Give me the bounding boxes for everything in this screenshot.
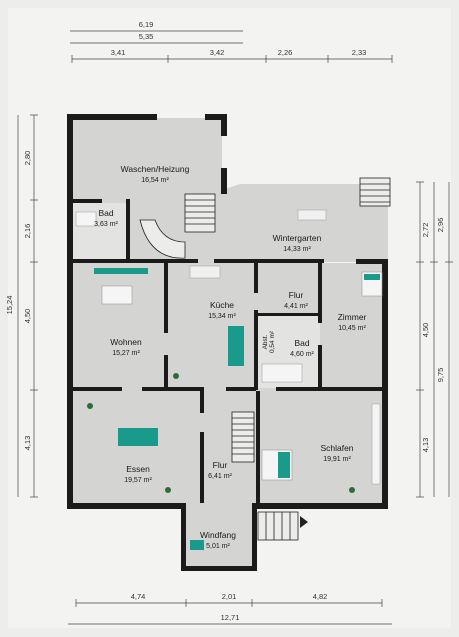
dim-top-overall-1: 6,19 (139, 20, 154, 29)
dim-bottom-seg-3: 4,82 (313, 592, 328, 601)
dim-bottom-seg-2: 2,01 (222, 592, 237, 601)
room-area-wohnen: 15,27 m² (112, 350, 140, 357)
room-area-flur-1: 4,41 m² (284, 303, 308, 310)
room-area-bad-2: 4,60 m² (290, 351, 314, 358)
entrance-arrow-icon (300, 516, 308, 528)
room-area-essen: 19,57 m² (124, 477, 152, 484)
dim-bottom-seg-1: 4,74 (131, 592, 146, 601)
room-name-waschen: Waschen/Heizung (121, 164, 190, 174)
room-area-schlafen: 19,91 m² (323, 456, 351, 463)
room-name-zimmer: Zimmer (338, 312, 367, 322)
room-name-abst: Abst. (262, 334, 269, 349)
right-dimensions: 2,72 4,50 4,13 2,96 9,75 (416, 181, 453, 498)
dim-top-seg-1: 3,41 (111, 48, 126, 57)
dim-right-seg-2: 4,50 (421, 323, 430, 338)
dim-left-seg-1: 2,80 (23, 151, 32, 166)
room-name-bad-2: Bad (294, 338, 309, 348)
stairs (139, 177, 391, 541)
room-area-bad-1: 3,63 m² (94, 221, 118, 228)
room-area-wintergarten: 14,33 m² (283, 246, 311, 253)
room-name-windfang: Windfang (200, 530, 236, 540)
room-name-wohnen: Wohnen (110, 337, 142, 347)
room-name-bad-1: Bad (98, 208, 113, 218)
top-dimensions: 6,19 5,35 3,41 3,42 2,26 2,33 (70, 20, 393, 63)
room-area-windfang: 5,01 m² (206, 543, 230, 550)
bottom-dimensions: 4,74 2,01 4,82 12,71 (68, 592, 392, 625)
left-dimensions: 15,24 2,80 2,16 4,50 4,13 (5, 114, 38, 498)
room-name-flur-1: Flur (289, 290, 304, 300)
room-name-essen: Essen (126, 464, 150, 474)
room-area-abst: 0,54 m² (269, 330, 276, 353)
room-area-waschen: 16,54 m² (141, 177, 169, 184)
dim-top-seg-4: 2,33 (352, 48, 367, 57)
dim-bottom-overall: 12,71 (221, 613, 240, 622)
room-name-flur-2: Flur (213, 460, 228, 470)
dim-right-seg-1: 2,72 (421, 223, 430, 238)
dim-right-seg-3: 4,13 (421, 438, 430, 453)
room-name-wintergarten: Wintergarten (273, 233, 322, 243)
dim-left-seg-2: 2,16 (23, 224, 32, 239)
dim-top-seg-2: 3,42 (210, 48, 225, 57)
dim-top-overall-2: 5,35 (139, 32, 154, 41)
furniture (75, 209, 383, 550)
room-name-kueche: Küche (210, 300, 234, 310)
dim-right-overall-2: 9,75 (436, 368, 445, 383)
dim-left-seg-4: 4,13 (23, 436, 32, 451)
dim-top-seg-3: 2,26 (278, 48, 293, 57)
room-area-kueche: 15,34 m² (208, 313, 236, 320)
dim-right-overall-1: 2,96 (436, 218, 445, 233)
walls (67, 114, 388, 571)
room-name-schlafen: Schlafen (320, 443, 353, 453)
room-area-zimmer: 10,45 m² (338, 325, 366, 332)
room-area-flur-2: 6,41 m² (208, 473, 232, 480)
dim-left-overall: 15,24 (5, 296, 14, 315)
room-labels: Waschen/Heizung 16,54 m² Bad 3,63 m² Win… (94, 164, 366, 550)
dim-left-seg-3: 4,50 (23, 309, 32, 324)
